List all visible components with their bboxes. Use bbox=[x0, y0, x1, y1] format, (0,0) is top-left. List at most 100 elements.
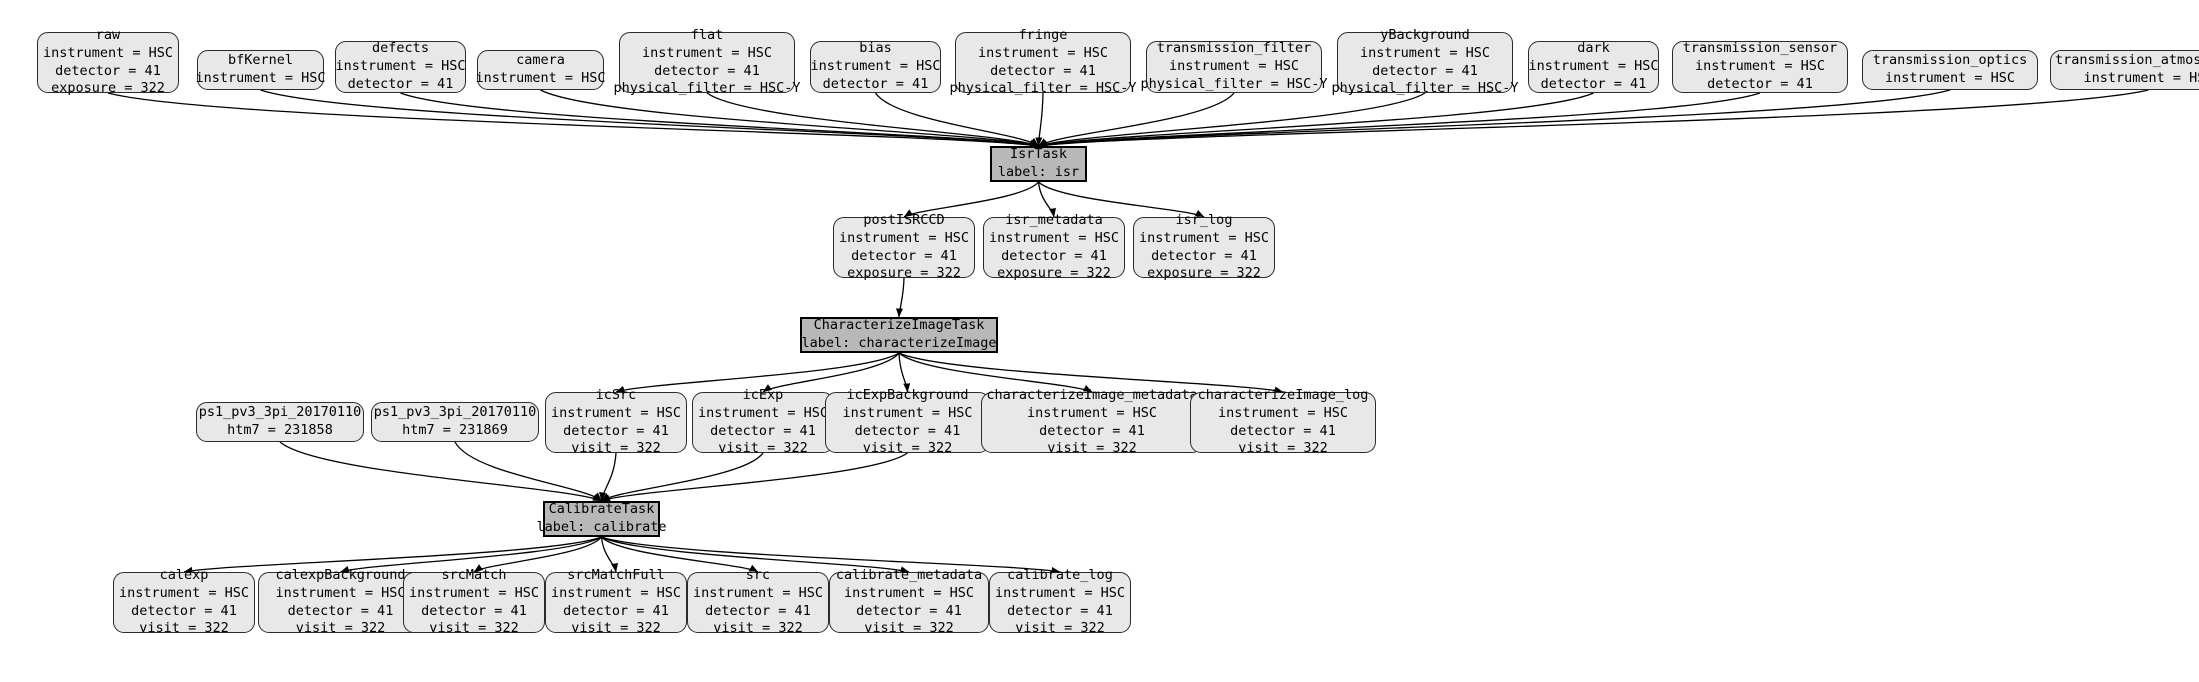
node-dimension: visit = 322 bbox=[1015, 620, 1105, 637]
node-dimension: instrument = HSC bbox=[42, 44, 174, 61]
node-dimension: instrument = HSC bbox=[1168, 58, 1300, 75]
node-dimension: exposure = 322 bbox=[1147, 265, 1261, 282]
edge-flat-to-isrtask bbox=[706, 92, 1039, 147]
node-dimension: exposure = 322 bbox=[847, 265, 961, 282]
node-dimension: visit = 322 bbox=[429, 620, 519, 637]
node-dimension: instrument = HSC bbox=[1217, 404, 1349, 421]
node-dimension: instrument = HSC bbox=[843, 584, 975, 601]
node-dimension: instrument = HSC bbox=[2083, 70, 2199, 86]
edge-bfkernel-to-isrtask bbox=[260, 89, 1039, 148]
node-dimension: instrument = HSC bbox=[692, 584, 824, 601]
node-title: srcMatch bbox=[441, 566, 507, 583]
node-dimension: detector = 41 bbox=[421, 602, 527, 619]
edge-camera-to-isrtask bbox=[540, 89, 1039, 148]
edge-calibratetask-to-calibrate_log bbox=[601, 536, 1061, 574]
node-dimension: detector = 41 bbox=[563, 422, 669, 439]
node-dimension: exposure = 322 bbox=[51, 80, 165, 97]
node-dimension: detector = 41 bbox=[654, 62, 760, 79]
node-dimension: exposure = 322 bbox=[997, 265, 1111, 282]
node-dimension: instrument = HSC bbox=[838, 229, 970, 246]
node-title: calexp bbox=[159, 566, 209, 583]
node-dimension: detector = 41 bbox=[1007, 602, 1113, 619]
node-dimension: detector = 41 bbox=[1151, 247, 1257, 264]
node-dimension: instrument = HSC bbox=[988, 229, 1120, 246]
edge-raw-to-isrtask bbox=[107, 92, 1039, 149]
edge-defects-to-isrtask bbox=[400, 92, 1039, 148]
node-title: characterizeImage_metadata bbox=[986, 386, 1198, 403]
node-dimension: physical_filter = HSC-Y bbox=[1140, 75, 1328, 92]
dataset-node-transmission_atmosphere[interactable]: transmission_atmosphereinstrument = HSC bbox=[2050, 50, 2199, 90]
edge-ybackground-to-isrtask bbox=[1038, 92, 1426, 147]
node-dimension: visit = 322 bbox=[571, 620, 661, 637]
edge-transmission_sensor-to-isrtask bbox=[1038, 92, 1761, 148]
node-dimension: instrument = HSC bbox=[195, 70, 326, 86]
node-dimension: physical_filter = HSC-Y bbox=[613, 80, 801, 97]
node-dimension: instrument = HSC bbox=[275, 584, 406, 601]
node-dimension: visit = 322 bbox=[862, 440, 953, 457]
node-title: src bbox=[745, 566, 771, 583]
node-title: flat bbox=[690, 26, 724, 43]
node-dimension: visit = 322 bbox=[718, 440, 808, 457]
edge-icexp-to-calibratetask bbox=[601, 452, 764, 502]
node-title: CharacterizeImageTask bbox=[813, 317, 985, 334]
node-dimension: detector = 41 bbox=[1707, 75, 1813, 92]
node-dimension: physical_filter = HSC-Y bbox=[1331, 80, 1519, 97]
node-dimension: instrument = HSC bbox=[994, 584, 1126, 601]
node-dimension: physical_filter = HSC-Y bbox=[949, 80, 1137, 97]
node-title: ps1_pv3_3pi_20170110 bbox=[198, 404, 362, 421]
node-dimension: instrument = HSC bbox=[1528, 58, 1659, 75]
node-dimension: detector = 41 bbox=[822, 75, 929, 92]
node-title: dark bbox=[1577, 40, 1610, 57]
node-title: icExp bbox=[742, 386, 784, 403]
edge-transmission_optics-to-isrtask bbox=[1038, 89, 1951, 149]
node-title: raw bbox=[95, 26, 121, 43]
node-title: postISRCCD bbox=[863, 211, 945, 228]
node-dimension: detector = 41 bbox=[347, 75, 454, 92]
node-title: characterizeImage_log bbox=[1197, 386, 1369, 403]
node-dimension: instrument = HSC bbox=[842, 404, 973, 421]
node-dimension: visit = 322 bbox=[713, 620, 803, 637]
edge-transmission_atmosphere-to-isrtask bbox=[1038, 89, 2149, 149]
node-dimension: label: calibrate bbox=[536, 519, 667, 535]
node-dimension: instrument = HSC bbox=[641, 44, 773, 61]
node-title: transmission_atmosphere bbox=[2055, 52, 2199, 69]
node-dimension: detector = 41 bbox=[1540, 75, 1647, 92]
node-dimension: instrument = HSC bbox=[1694, 58, 1826, 75]
edge-bias-to-isrtask bbox=[874, 92, 1039, 147]
node-title: CalibrateTask bbox=[548, 501, 655, 518]
node-title: calexpBackground bbox=[275, 566, 406, 583]
